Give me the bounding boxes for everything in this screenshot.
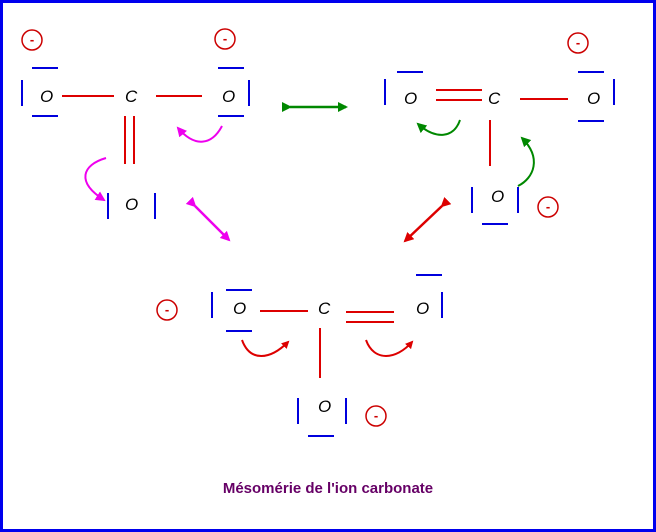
oxygen-atom: O xyxy=(40,87,53,106)
negative-charge: - xyxy=(365,405,387,427)
resonance-arrow xyxy=(403,196,452,243)
oxygen-atom: O xyxy=(416,299,429,318)
curved-arrow xyxy=(517,136,535,187)
svg-text:-: - xyxy=(165,302,169,317)
oxygen-atom: O xyxy=(222,87,235,106)
oxygen-atom: O xyxy=(125,195,138,214)
svg-text:-: - xyxy=(546,199,550,214)
negative-charge: - xyxy=(21,29,43,51)
oxygen-atom: O xyxy=(587,89,600,108)
oxygen-atom: O xyxy=(233,299,246,318)
resonance-arrow xyxy=(185,196,231,242)
curved-arrow xyxy=(84,157,107,202)
negative-charge: - xyxy=(156,299,178,321)
svg-text:-: - xyxy=(374,408,378,423)
oxygen-atom: O xyxy=(318,397,331,416)
curved-arrow xyxy=(416,119,461,136)
svg-text:-: - xyxy=(30,32,34,47)
diagram-caption: Mésomérie de l'ion carbonate xyxy=(222,480,434,497)
curved-arrow xyxy=(365,339,414,357)
negative-charge: - xyxy=(567,32,589,54)
oxygen-atom: O xyxy=(491,187,504,206)
svg-text:-: - xyxy=(223,31,227,46)
oxygen-atom: O xyxy=(404,89,417,108)
structure-2: O C O O - - xyxy=(384,32,615,225)
curved-arrow xyxy=(241,339,290,357)
carbon-atom: C xyxy=(318,299,331,318)
negative-charge: - xyxy=(537,196,559,218)
curved-arrow xyxy=(176,125,223,143)
structure-1: O C O O - - xyxy=(21,28,250,219)
structure-3: O C O O - - xyxy=(156,274,443,437)
carbon-atom: C xyxy=(125,87,138,106)
carbon-atom: C xyxy=(488,89,501,108)
svg-text:-: - xyxy=(576,35,580,50)
negative-charge: - xyxy=(214,28,236,50)
